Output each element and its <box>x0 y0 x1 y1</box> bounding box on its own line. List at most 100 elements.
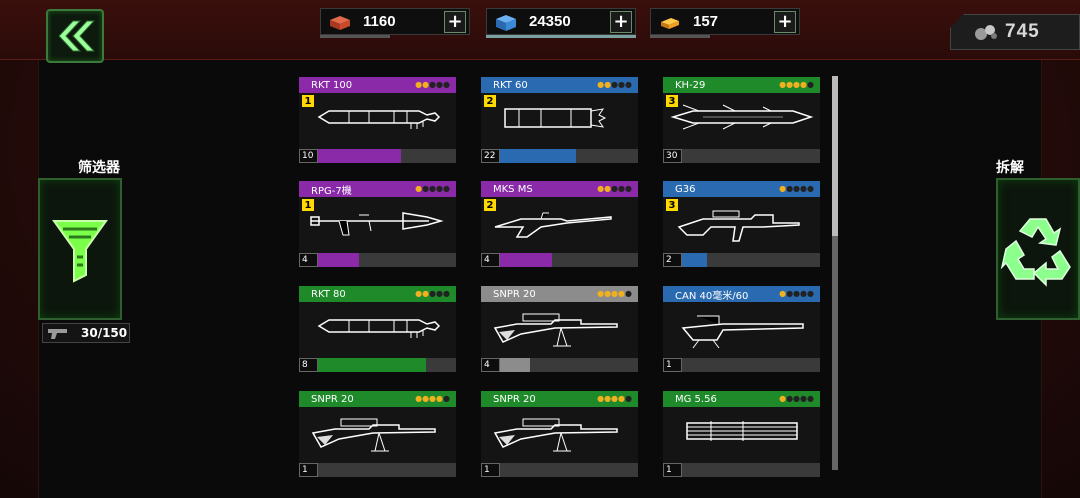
weapon-image: 1 <box>299 93 456 149</box>
weapon-image: 1 <box>299 197 456 253</box>
progress-fill <box>500 253 553 267</box>
card-header: G36 ●●●●● <box>663 181 820 197</box>
card-footer: 2 <box>663 253 820 267</box>
progress-bar <box>682 358 820 372</box>
weapon-name: G36 <box>675 183 696 195</box>
card-header: MG 5.56 ●●●●● <box>663 391 820 407</box>
weapon-count: 22 <box>481 149 500 163</box>
tier-badge: 3 <box>666 199 678 211</box>
weapon-image <box>663 302 820 358</box>
weapon-image: 3 <box>663 197 820 253</box>
star-rating: ●●●●● <box>415 289 450 298</box>
progress-bar <box>682 149 820 163</box>
star-rating: ●●●●● <box>415 80 450 89</box>
progress-fill <box>500 149 576 163</box>
weapon-count: 2 <box>663 253 682 267</box>
card-footer: 1 <box>299 463 456 477</box>
weapon-image <box>299 407 456 463</box>
weapon-name: KH-29 <box>675 79 706 91</box>
star-rating: ●●●●● <box>779 289 814 298</box>
progress-bar <box>500 253 638 267</box>
star-rating: ●●●●● <box>779 394 814 403</box>
dismantle-button[interactable] <box>996 178 1080 320</box>
weapon-silhouette-icon <box>494 212 612 238</box>
weapon-count: 1 <box>663 358 682 372</box>
card-footer: 1 <box>663 358 820 372</box>
weapon-card[interactable]: SNPR 20●●●●● 4 <box>481 286 638 372</box>
star-rating: ●●●●● <box>415 184 450 193</box>
weapon-count: 1 <box>663 463 682 477</box>
star-rating: ●●●●● <box>779 184 814 193</box>
card-header: RKT 80 ●●●●● <box>299 286 456 302</box>
card-header: CAN 40毫米/60●●●●● <box>663 286 820 302</box>
tier-badge: 2 <box>484 95 496 107</box>
star-rating: ●●●●● <box>597 289 632 298</box>
progress-bar <box>318 358 456 372</box>
weapon-card[interactable]: RKT 80●●●●●8 <box>299 286 456 372</box>
weapon-silhouette-icon <box>317 110 441 129</box>
weapon-name: SNPR 20 <box>493 393 536 405</box>
weapon-silhouette-icon <box>310 212 444 236</box>
tier-badge: 1 <box>302 95 314 107</box>
crate-icon <box>496 14 516 31</box>
back-button[interactable] <box>46 9 104 63</box>
capacity-box: 30/150 <box>42 323 130 343</box>
gold-value: 157 <box>693 13 719 30</box>
gems-value: 745 <box>1005 21 1040 42</box>
weapon-silhouette-icon <box>670 104 814 130</box>
filter-button[interactable] <box>38 178 122 320</box>
tier-badge: 3 <box>666 95 678 107</box>
weapon-name: MG 5.56 <box>675 393 717 405</box>
add-crate-button[interactable]: + <box>610 10 632 33</box>
star-rating: ●●●●● <box>597 80 632 89</box>
weapon-card[interactable]: RPG-7機●●●●● 1 4 <box>299 181 456 267</box>
add-gold-button[interactable]: + <box>774 10 796 33</box>
weapon-silhouette-icon <box>686 421 798 441</box>
progress-bar <box>682 253 820 267</box>
progress-bar <box>682 463 820 477</box>
tier-badge: 1 <box>302 199 314 211</box>
weapon-card[interactable]: CAN 40毫米/60●●●●● 1 <box>663 286 820 372</box>
card-header: SNPR 20●●●●● <box>481 391 638 407</box>
weapon-silhouette-icon <box>317 319 441 338</box>
card-header: SNPR 20●●●●● <box>299 391 456 407</box>
card-header: SNPR 20●●●●● <box>481 286 638 302</box>
card-header: RPG-7機●●●●● <box>299 181 456 197</box>
card-header: MKS MS●●●●● <box>481 181 638 197</box>
scrollbar-thumb[interactable] <box>832 76 838 236</box>
weapon-count: 4 <box>299 253 318 267</box>
progress-bar <box>318 463 456 477</box>
weapon-silhouette-icon <box>311 418 436 452</box>
card-footer: 1 <box>481 463 638 477</box>
weapon-card[interactable]: SNPR 20●●●●● 1 <box>299 391 456 477</box>
weapon-image: 3 <box>663 93 820 149</box>
progress-bar <box>318 149 456 163</box>
resource-crate: 24350 + <box>486 8 636 38</box>
progress-bar <box>318 253 456 267</box>
weapon-card[interactable]: G36 ●●●●● 3 2 <box>663 181 820 267</box>
weapon-card[interactable]: SNPR 20●●●●● 1 <box>481 391 638 477</box>
resource-gold: 157 + <box>650 8 800 38</box>
weapon-name: RKT 80 <box>311 288 346 300</box>
add-brick-button[interactable]: + <box>444 10 466 33</box>
progress-bar <box>500 149 638 163</box>
gem-icon <box>975 25 997 40</box>
progress-fill <box>318 358 426 372</box>
card-footer: 30 <box>663 149 820 163</box>
funnel-icon <box>52 220 108 283</box>
weapon-count: 1 <box>481 463 500 477</box>
weapon-name: SNPR 20 <box>311 393 354 405</box>
weapon-card[interactable]: MG 5.56 ●●●●● 1 <box>663 391 820 477</box>
scrollbar-track[interactable] <box>832 76 838 470</box>
brick-icon <box>330 15 350 30</box>
weapon-name: RKT 60 <box>493 79 528 91</box>
weapon-count: 10 <box>299 149 318 163</box>
progress-bar <box>500 358 638 372</box>
resource-brick: 1160 + <box>320 8 470 38</box>
card-footer: 4 <box>299 253 456 267</box>
card-footer: 4 <box>481 358 638 372</box>
